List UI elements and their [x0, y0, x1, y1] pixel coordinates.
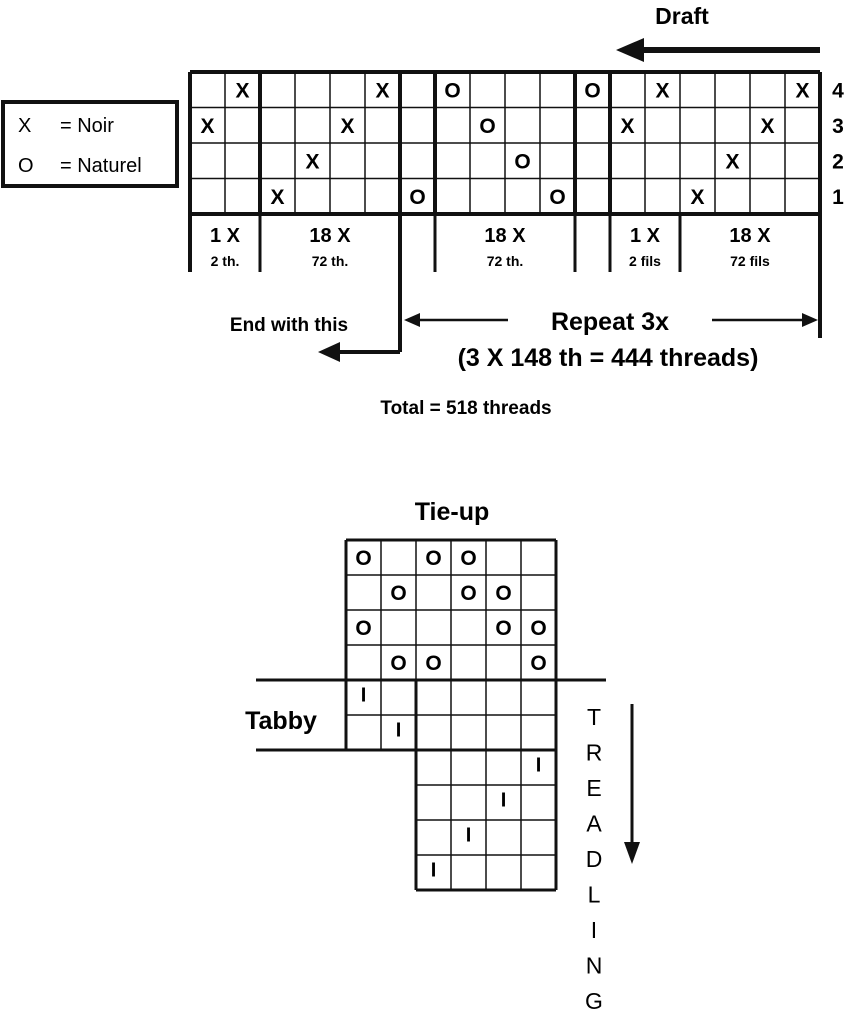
tieup-cell-o: O	[390, 652, 406, 675]
legend-meaning-noir: = Noir	[60, 115, 114, 137]
tieup-cell-o: O	[530, 617, 546, 640]
draft-cell-o: O	[514, 150, 530, 173]
legend-meaning-naturel: = Naturel	[60, 155, 142, 177]
draft-group-count: 18 X	[484, 225, 526, 247]
draft-group-threads: 72 th.	[487, 253, 524, 269]
tieup-cell-o: O	[495, 582, 511, 605]
draft-cell-x: X	[235, 79, 249, 102]
draft-cell-x: X	[795, 79, 809, 102]
draft-direction-arrow	[616, 38, 820, 62]
legend-symbol-o: O	[18, 155, 34, 177]
draft-cell-x: X	[375, 79, 389, 102]
tieup-cell-o: O	[355, 547, 371, 570]
end-with-label: End with this	[230, 315, 348, 336]
draft-shaft-number: 4	[832, 79, 844, 102]
repeat-right-arrow	[712, 313, 818, 327]
treadling-label-letter: R	[586, 740, 603, 766]
draft-title: Draft	[655, 3, 709, 29]
treadling-label-letter: T	[587, 704, 601, 730]
draft-cell-o: O	[549, 186, 565, 209]
draft-cell-x: X	[760, 115, 774, 138]
repeat-left-arrow	[404, 313, 508, 327]
treadling-cell-mark: I	[536, 755, 542, 777]
draft-group-count: 1 X	[210, 225, 241, 247]
tieup-cell-o: O	[425, 652, 441, 675]
treadling-label-letter: E	[586, 775, 601, 801]
treadling-direction-arrow	[624, 704, 640, 864]
treadling-label-letter: I	[591, 917, 597, 943]
draft-group-threads: 2 th.	[211, 253, 240, 269]
tieup-cell-o: O	[390, 582, 406, 605]
draft-cell-x: X	[690, 186, 704, 209]
tieup-cell-o: O	[495, 617, 511, 640]
draft-cell-x: X	[305, 150, 319, 173]
repeat-label: Repeat 3x	[551, 308, 669, 336]
treadling-grid: I I I I I I	[344, 679, 558, 892]
draft-shaft-numbers: 4 3 2 1	[832, 79, 844, 209]
draft-cell-x: X	[725, 150, 739, 173]
draft-group-count: 18 X	[729, 225, 771, 247]
tabby-label: Tabby	[245, 707, 317, 735]
draft-cell-x: X	[270, 186, 284, 209]
draft-shaft-number: 1	[832, 186, 844, 209]
treadling-label-letter: G	[585, 988, 603, 1014]
draft-shaft-number: 3	[832, 115, 844, 138]
draft-group-count: 18 X	[309, 225, 351, 247]
draft-group-count: 1 X	[630, 225, 661, 247]
draft-group-threads: 2 fils	[629, 253, 661, 269]
tieup-cell-o: O	[460, 582, 476, 605]
draft-group-threads: 72 th.	[312, 253, 349, 269]
draft-group-threads: 72 fils	[730, 253, 770, 269]
draft-cell-o: O	[479, 115, 495, 138]
repeat-detail: (3 X 148 th = 444 threads)	[458, 344, 759, 372]
tieup-cell-o: O	[425, 547, 441, 570]
draft-cell-x: X	[655, 79, 669, 102]
treadling-label-letter: N	[586, 953, 603, 979]
draft-thread-groups: 1 X 2 th. 18 X 72 th. 18 X 72 th. 1 X 2 fils 18 …	[188, 214, 822, 272]
tieup-cell-o: O	[460, 547, 476, 570]
draft-cell-o: O	[584, 79, 600, 102]
treadling-cell-mark: I	[396, 720, 402, 742]
draft-cell-o: O	[409, 186, 425, 209]
treadling-cell-mark: I	[466, 825, 472, 847]
treadling-label-letter: L	[588, 882, 601, 908]
draft-cell-o: O	[444, 79, 460, 102]
treadling-cell-mark: I	[361, 685, 367, 707]
legend-box: X = Noir O = Naturel	[1, 100, 179, 188]
draft-shaft-number: 2	[832, 150, 844, 173]
treadling-label-letter: A	[586, 811, 602, 837]
treadling-cell-mark: I	[501, 790, 507, 812]
treadling-cell-mark: I	[431, 860, 437, 882]
draft-cell-x: X	[200, 115, 214, 138]
tieup-cell-o: O	[530, 652, 546, 675]
draft-cell-x: X	[620, 115, 634, 138]
draft-cell-x: X	[340, 115, 354, 138]
total-threads: Total = 518 threads	[380, 398, 551, 419]
tieup-cell-o: O	[355, 617, 371, 640]
end-with-bracket	[318, 215, 402, 362]
tieup-title: Tie-up	[415, 498, 490, 526]
legend-symbol-x: X	[18, 115, 31, 137]
treadling-label-letter: D	[586, 846, 603, 872]
